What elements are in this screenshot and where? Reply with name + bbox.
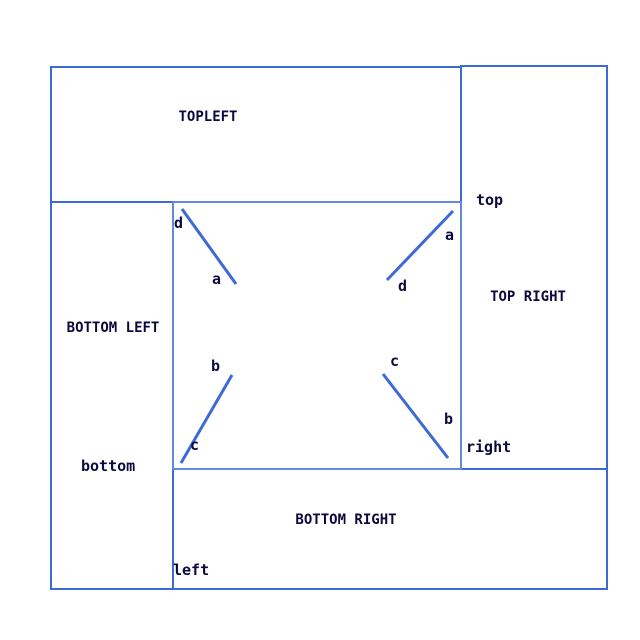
bottom-right-region — [172, 468, 608, 590]
corner-label-lower-right-bottom: b — [444, 410, 453, 428]
corner-label-upper-left-top: d — [174, 214, 183, 232]
corner-label-lower-left-bottom: c — [190, 436, 199, 454]
top-left-region — [50, 66, 462, 203]
edge-label-right: right — [466, 438, 511, 456]
corner-label-upper-right-top: a — [445, 226, 454, 244]
bottom-left-region-label: BOTTOM LEFT — [67, 320, 160, 336]
center-square — [172, 201, 462, 470]
top-right-region-label: TOP RIGHT — [490, 289, 566, 305]
diagonal-lower-left — [179, 374, 234, 464]
corner-label-lower-left-top: b — [211, 357, 220, 375]
diagonal-upper-right — [385, 209, 455, 282]
bottom-right-region-label: BOTTOM RIGHT — [295, 512, 396, 528]
edge-label-top: top — [476, 191, 503, 209]
corner-label-upper-right-bottom: d — [398, 277, 407, 295]
edge-label-left: left — [173, 561, 209, 579]
bottom-left-region — [50, 201, 174, 590]
corner-label-lower-right-top: c — [390, 352, 399, 370]
corner-label-upper-left-bottom: a — [212, 270, 221, 288]
diagonal-lower-right — [381, 373, 450, 459]
top-left-region-label: TOPLEFT — [178, 109, 237, 125]
edge-label-bottom: bottom — [81, 457, 135, 475]
top-right-region — [460, 65, 608, 470]
diagonal-upper-left — [180, 208, 238, 285]
